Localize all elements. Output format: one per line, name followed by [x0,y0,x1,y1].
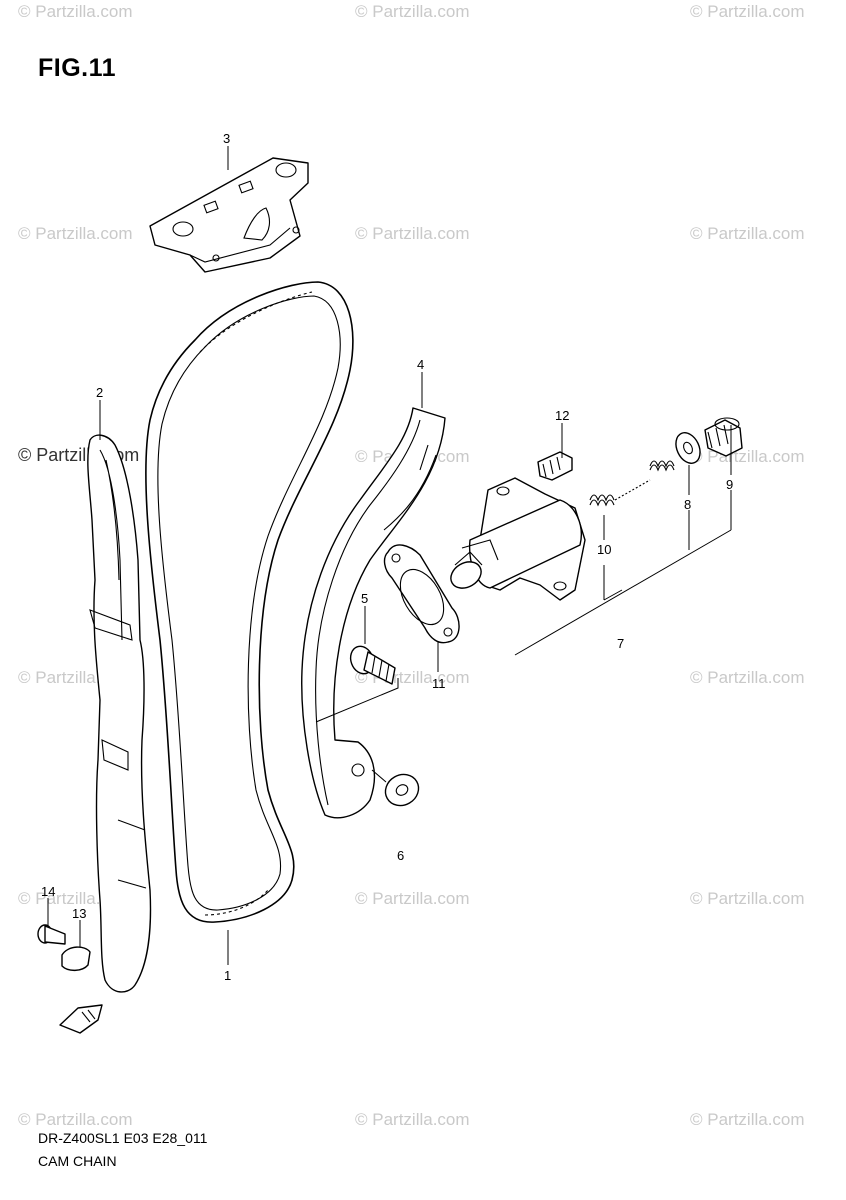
watermark-row2-right: © Partzilla.com [690,224,805,243]
part-6-washer[interactable] [371,769,424,812]
callout-13: 13 [72,906,86,921]
callout-14: 14 [41,884,55,899]
footer-caption: CAM CHAIN [38,1153,117,1169]
watermark-row5-center: © Partzilla.com [355,889,470,908]
callout-12: 12 [555,408,569,423]
watermark-top-center: © Partzilla.com [355,2,470,21]
part-5-bolt[interactable] [347,643,396,685]
part-14-bolt[interactable] [37,924,66,945]
part-1-cam-chain[interactable] [145,281,354,923]
part-9-plug-bolt[interactable] [704,417,743,457]
leader-7-bracket [514,490,732,656]
callout-1: 1 [224,968,231,983]
watermark-row4-right: © Partzilla.com [690,668,805,687]
watermark-row2-left: © Partzilla.com [18,224,133,243]
watermark-row2-center: © Partzilla.com [355,224,470,243]
callout-7: 7 [617,636,624,651]
watermark-top-right: © Partzilla.com [690,2,805,21]
callout-5: 5 [361,591,368,606]
watermark-row5-right: © Partzilla.com [690,889,805,908]
part-10-spring[interactable] [589,460,675,507]
callout-2: 2 [96,385,103,400]
fwd-arrow-icon [59,1004,103,1034]
part-12-bolt[interactable] [537,451,573,481]
footer-model-code: DR-Z400SL1 E03 E28_011 [38,1130,208,1146]
part-8-washer[interactable] [671,429,704,467]
callout-3: 3 [223,131,230,146]
callout-10: 10 [597,542,611,557]
figure-title: FIG.11 [38,54,117,82]
callout-8: 8 [684,497,691,512]
callout-9: 9 [726,477,733,492]
part-11-gasket[interactable] [383,544,460,644]
part-4-chain-guide[interactable] [301,407,446,819]
watermark-row6-right: © Partzilla.com [690,1110,805,1129]
callout-11: 11 [432,676,446,691]
part-2-tensioner-guide[interactable] [87,434,152,993]
watermark-row6-center: © Partzilla.com [355,1110,470,1129]
watermark-top-left: © Partzilla.com [18,2,133,21]
part-13-washer[interactable] [61,946,91,972]
part-3-chain-guide-top[interactable] [149,157,309,273]
watermark-row6-left: © Partzilla.com [18,1110,133,1129]
callout-4: 4 [417,357,424,372]
part-7-tensioner-assembly[interactable] [446,477,586,601]
callout-6: 6 [397,848,404,863]
leader-6-bracket [315,678,399,723]
